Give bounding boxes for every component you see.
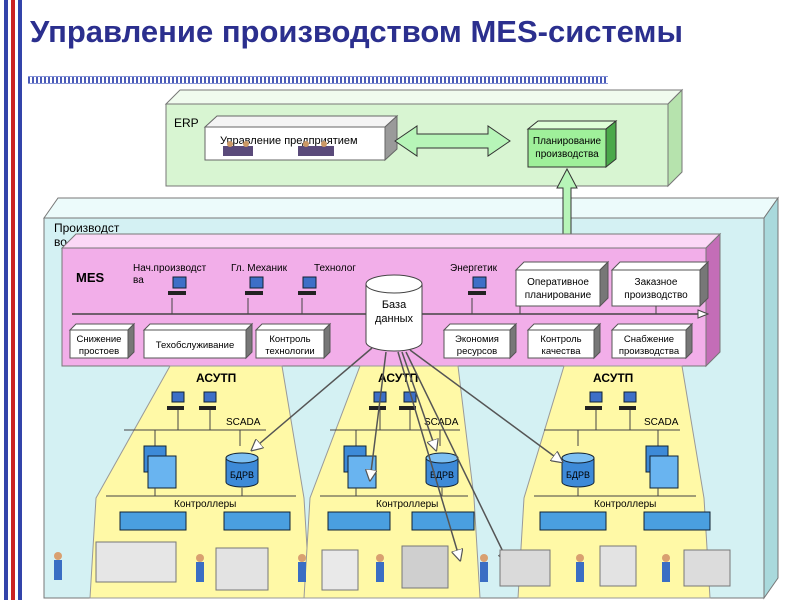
bdrv-label-3: БДРВ xyxy=(566,470,590,480)
mes-module-box xyxy=(142,322,254,360)
module-3-line-1: Экономия xyxy=(455,334,499,345)
bdrv-label-1: БДРВ xyxy=(230,470,254,480)
top-box-1-line-2: производство xyxy=(624,290,688,301)
scada-label-3: SCADA xyxy=(644,417,679,428)
role-label-3: Энергетик xyxy=(450,263,498,274)
erp-area: ERP Управление предприятием Планирование… xyxy=(164,88,684,188)
left-stripe-red xyxy=(11,0,15,600)
left-stripe-blue-1 xyxy=(4,0,8,600)
machine-tool-icon xyxy=(599,545,637,587)
operator-icons xyxy=(54,552,670,582)
workstation-icon xyxy=(298,276,317,295)
erp-double-arrow xyxy=(394,125,511,157)
mes-module-box xyxy=(254,322,332,360)
machine-tool-icon xyxy=(683,549,731,587)
module-5-line-1: Снабжение xyxy=(624,334,674,345)
erp-label: ERP xyxy=(174,116,199,130)
controllers-label-2: Контроллеры xyxy=(376,499,438,510)
database-label-2: данных xyxy=(375,313,414,325)
bdrv-cylinder xyxy=(225,452,259,488)
server-icon xyxy=(645,445,679,489)
module-2-line-2: технологии xyxy=(265,346,314,357)
role-label-2: Технолог xyxy=(314,263,356,274)
top-box-0-line-2: планирование xyxy=(525,290,592,301)
mes-module-box xyxy=(610,322,694,360)
workstation-icon xyxy=(171,391,185,403)
database-link-arrows xyxy=(252,347,562,562)
scada-label-2: SCADA xyxy=(424,417,459,428)
machine-tools-row xyxy=(54,541,731,591)
role-label-1: Гл. Механик xyxy=(231,263,288,274)
mes-area: MES Нач.производст ва Гл. Механик Технол… xyxy=(60,232,722,368)
bdrv-cylinder xyxy=(425,452,459,488)
acsutp-block-1: АСУТП SCADA БДРВ Контроллеры xyxy=(89,365,311,599)
mes-label: MES xyxy=(76,270,105,285)
mes-module-box xyxy=(68,322,136,360)
role-label-0-line-1: Нач.производст xyxy=(133,263,207,274)
controller-rack-icon xyxy=(327,511,475,531)
controllers-label-3: Контроллеры xyxy=(594,499,656,510)
acsutp-block-3: АСУТП SCADA БДРВ Контроллеры xyxy=(517,365,711,599)
top-box-1-line-1: Заказное xyxy=(635,277,678,288)
production-label-1: Производст xyxy=(54,221,120,235)
left-stripe-blue-2 xyxy=(18,0,22,600)
bdrv-cylinder xyxy=(561,452,595,488)
controller-rack-icon xyxy=(119,511,291,531)
acsutp-label-1: АСУТП xyxy=(196,371,236,385)
module-4-line-2: качества xyxy=(542,346,582,357)
mes-module-box xyxy=(442,322,518,360)
production-planning-box xyxy=(527,128,607,168)
machine-tool-icon xyxy=(95,541,177,583)
module-2-line-1: Контроль xyxy=(269,334,310,345)
machine-tool-icon xyxy=(215,547,269,591)
workstation-icon xyxy=(203,391,217,403)
mes-architecture-diagram: Производст во ERP Управление предприятие… xyxy=(40,86,792,600)
workstation-icon xyxy=(623,391,637,403)
bdrv-label-2: БДРВ xyxy=(430,470,454,480)
server-icon xyxy=(143,445,177,489)
module-0-line-2: простоев xyxy=(79,346,119,357)
page-title: Управление производством MES-системы xyxy=(30,14,683,49)
workstation-icon xyxy=(245,276,264,295)
module-0-line-1: Снижение xyxy=(77,334,122,345)
planning-label-2: производства xyxy=(535,149,599,160)
database-cylinder xyxy=(365,274,423,352)
controllers-label-1: Контроллеры xyxy=(174,499,236,510)
top-box-0-line-1: Оперативное xyxy=(527,277,589,288)
module-4-line-1: Контроль xyxy=(540,334,581,345)
acsutp-block-2: АСУТП SCADA БДРВ Контроллеры xyxy=(303,365,481,599)
role-label-0-line-2: ва xyxy=(133,275,144,286)
machine-tool-icon xyxy=(401,545,449,589)
database-label-1: База xyxy=(382,299,407,311)
acsutp-label-3: АСУТП xyxy=(593,371,633,385)
machine-tool-icon xyxy=(499,549,551,587)
workstation-icon xyxy=(589,391,603,403)
custom-production-box xyxy=(611,269,701,307)
scada-label-1: SCADA xyxy=(226,417,261,428)
workstation-icon xyxy=(468,276,487,295)
workstation-icon xyxy=(168,276,187,295)
operational-planning-box xyxy=(515,269,601,307)
module-5-line-2: производства xyxy=(619,346,680,357)
module-3-line-2: ресурсов xyxy=(457,346,497,357)
office-people-icon xyxy=(223,141,334,156)
controller-rack-icon xyxy=(539,511,711,531)
planning-label-1: Планирование xyxy=(533,136,602,147)
mes-module-box xyxy=(526,322,602,360)
module-1-line-1: Техобслуживание xyxy=(156,340,234,351)
enterprise-management-label: Управление предприятием xyxy=(220,135,358,147)
acsutp-label-2: АСУТП xyxy=(378,371,418,385)
machine-tool-icon xyxy=(321,549,359,591)
title-divider xyxy=(28,76,608,84)
